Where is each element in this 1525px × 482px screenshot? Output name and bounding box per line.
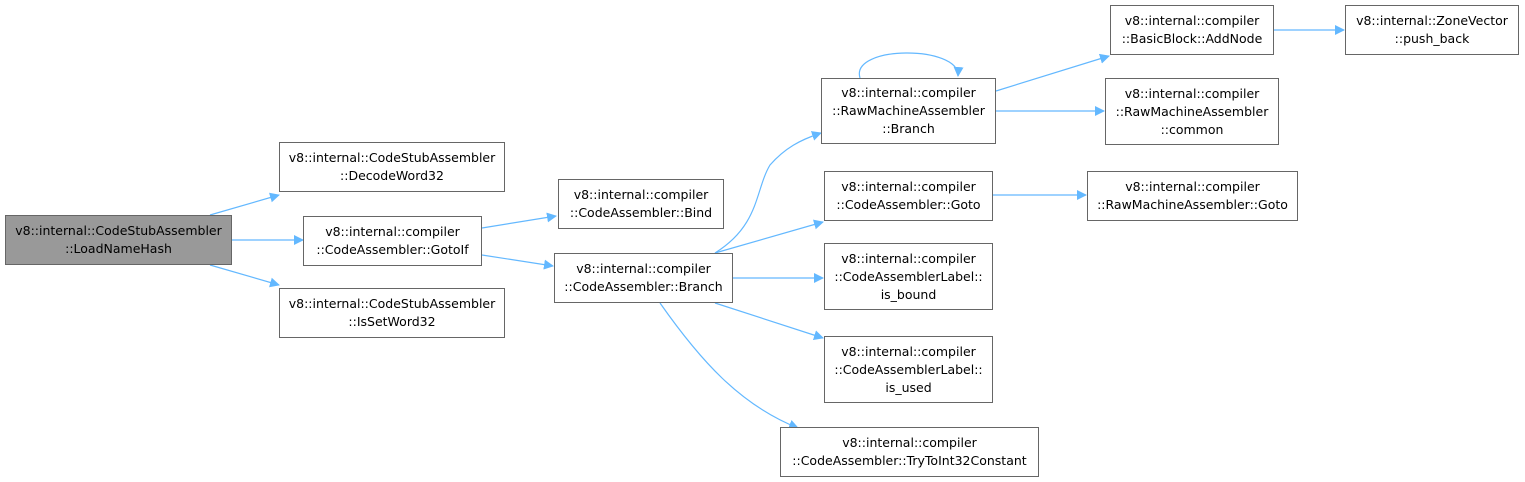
- node-is-used[interactable]: v8::internal::compiler ::CodeAssemblerLa…: [824, 336, 993, 403]
- edge-loadnamehash-to-issetword32: [209, 264, 280, 288]
- node-label-line: v8::internal::compiler: [1124, 13, 1260, 28]
- node-label-line: v8::internal::compiler: [573, 187, 709, 202]
- node-label-line: ::CodeAssembler::TryToInt32Constant: [792, 453, 1027, 468]
- node-label-line: ::BasicBlock::AddNode: [1121, 31, 1263, 46]
- node-label-line: v8::internal::compiler: [1125, 179, 1260, 194]
- node-label-line: is_bound: [880, 286, 937, 302]
- node-label-line: ::CodeAssembler::Branch: [564, 279, 723, 294]
- node-codeassembler-goto[interactable]: v8::internal::compiler ::CodeAssembler::…: [824, 171, 993, 221]
- node-issetword32[interactable]: v8::internal::CodeStubAssembler ::IsSetW…: [279, 288, 505, 338]
- node-label-line: ::Branch: [882, 121, 935, 136]
- node-trytoint32constant[interactable]: v8::internal::compiler ::CodeAssembler::…: [780, 427, 1039, 477]
- node-gotoif[interactable]: v8::internal::compiler ::CodeAssembler::…: [303, 216, 482, 266]
- node-label-line: ::LoadNameHash: [65, 241, 172, 256]
- node-label-line: ::CodeAssembler::Goto: [836, 197, 981, 212]
- node-decodeword32[interactable]: v8::internal::CodeStubAssembler ::Decode…: [279, 142, 505, 192]
- node-bind[interactable]: v8::internal::compiler ::CodeAssembler::…: [558, 179, 724, 229]
- node-basicblock-addnode[interactable]: v8::internal::compiler ::BasicBlock::Add…: [1110, 5, 1274, 55]
- node-label-line: v8::internal::compiler: [1124, 85, 1260, 101]
- node-label-line: ::CodeAssembler::Bind: [569, 205, 713, 220]
- node-label-line: ::CodeAssemblerLabel::: [834, 268, 983, 284]
- node-is-bound[interactable]: v8::internal::compiler ::CodeAssemblerLa…: [824, 243, 993, 310]
- node-rawmachineassembler-goto[interactable]: v8::internal::compiler ::RawMachineAssem…: [1087, 171, 1298, 221]
- node-label-line: ::push_back: [1394, 31, 1470, 46]
- node-label-line: is_used: [885, 379, 932, 395]
- node-label-line: v8::internal::compiler: [841, 250, 976, 266]
- edge-ca-branch-to-rma-branch: [714, 131, 822, 254]
- edge-rma-branch-to-addnode: [995, 53, 1110, 92]
- node-label-line: ::DecodeWord32: [340, 168, 444, 183]
- node-zonevector-push-back[interactable]: v8::internal::ZoneVector ::push_back: [1345, 5, 1519, 55]
- node-label-line: ::RawMachineAssembler: [832, 103, 985, 118]
- edge-ca-branch-to-is-used: [714, 302, 824, 340]
- node-loadnamehash[interactable]: v8::internal::CodeStubAssembler ::LoadNa…: [5, 215, 232, 265]
- node-label-line: ::CodeAssembler::GotoIf: [316, 242, 469, 257]
- node-label-line: v8::internal::compiler: [841, 179, 976, 194]
- node-label-line: v8::internal::compiler: [576, 261, 711, 276]
- edge-ca-branch-to-ca-goto: [714, 219, 824, 254]
- edge-gotoif-to-ca-branch: [481, 254, 554, 270]
- node-label-line: ::CodeAssemblerLabel::: [834, 361, 983, 377]
- node-codeassembler-branch[interactable]: v8::internal::compiler ::CodeAssembler::…: [554, 253, 733, 303]
- node-label-line: v8::internal::ZoneVector: [1356, 13, 1508, 28]
- node-label-line: v8::internal::CodeStubAssembler: [288, 296, 496, 311]
- node-label-line: v8::internal::CodeStubAssembler: [15, 223, 222, 238]
- node-label-line: v8::internal::compiler: [841, 85, 976, 100]
- edge-rma-branch-to-rma-branch: [859, 52, 964, 79]
- edge-ca-branch-to-trytoint32: [659, 302, 799, 430]
- node-label-line: v8::internal::compiler: [842, 435, 977, 450]
- edge-gotoif-to-bind: [481, 212, 557, 229]
- node-label-line: ::common: [1160, 121, 1224, 137]
- edge-loadnamehash-to-decodeword32: [209, 192, 280, 216]
- node-rawmachineassembler-common[interactable]: v8::internal::compiler ::RawMachineAssem…: [1105, 78, 1279, 145]
- node-label-line: ::RawMachineAssembler::Goto: [1097, 197, 1288, 212]
- node-rawmachineassembler-branch[interactable]: v8::internal::compiler ::RawMachineAssem…: [821, 78, 996, 144]
- node-label-line: v8::internal::compiler: [325, 224, 460, 239]
- node-label-line: v8::internal::CodeStubAssembler: [288, 150, 496, 165]
- node-label-line: ::RawMachineAssembler: [1115, 103, 1269, 119]
- node-label-line: v8::internal::compiler: [841, 343, 976, 359]
- node-label-line: ::IsSetWord32: [348, 314, 436, 329]
